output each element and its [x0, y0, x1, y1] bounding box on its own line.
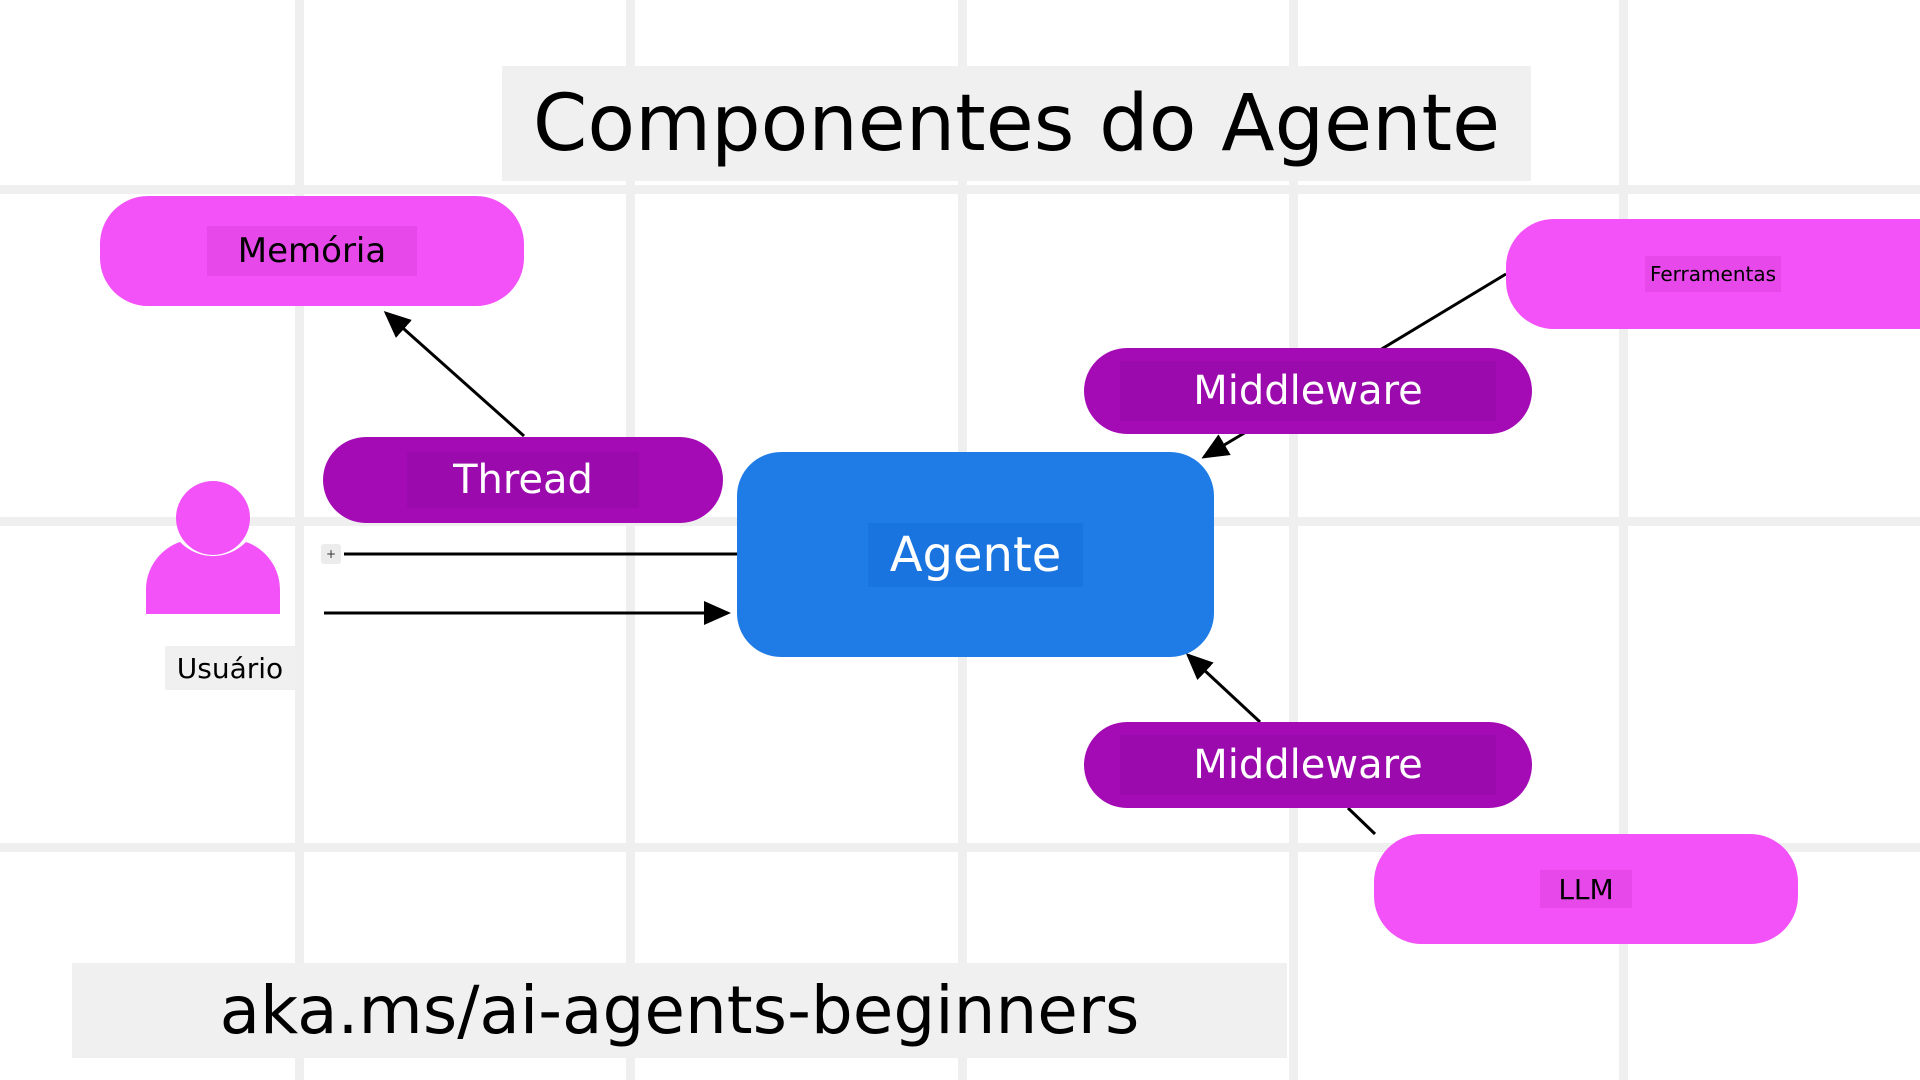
- agent-label: Agente: [867, 522, 1084, 587]
- grid-line: [0, 185, 1920, 194]
- add-icon[interactable]: +: [321, 544, 341, 564]
- middleware-to-agent-arrow: [1201, 430, 1247, 459]
- grid-line: [295, 0, 304, 1080]
- tools-to-middleware-line: [1379, 272, 1507, 352]
- grid-line: [626, 0, 635, 1080]
- memory-label: Memória: [207, 226, 417, 276]
- middleware-top-node: Middleware: [1084, 348, 1532, 434]
- middleware-bottom-label: Middleware: [1120, 735, 1496, 795]
- thread-label: Thread: [407, 452, 639, 508]
- page-title: Componentes do Agente: [502, 66, 1531, 181]
- llm-to-middleware-line: [1346, 806, 1377, 836]
- middleware-bottom-node: Middleware: [1084, 722, 1532, 808]
- memory-node: Memória: [100, 196, 524, 306]
- thread-to-memory-arrow: [383, 311, 525, 438]
- grid-line: [1619, 0, 1628, 1080]
- tools-label: Ferramentas: [1645, 256, 1781, 292]
- user-icon: [146, 481, 280, 614]
- middleware-bottom-to-agent-arrow: [1185, 652, 1262, 724]
- llm-label: LLM: [1540, 870, 1632, 908]
- user-label: Usuário: [165, 646, 295, 690]
- thread-node: Thread: [323, 437, 723, 523]
- middleware-top-label: Middleware: [1120, 361, 1496, 421]
- agent-node: Agente: [737, 452, 1214, 657]
- footer-link[interactable]: aka.ms/ai-agents-beginners: [72, 963, 1287, 1058]
- grid-line: [0, 843, 1920, 852]
- grid-line: [1289, 0, 1298, 1080]
- llm-node: LLM: [1374, 834, 1798, 944]
- tools-node: Ferramentas: [1506, 219, 1920, 329]
